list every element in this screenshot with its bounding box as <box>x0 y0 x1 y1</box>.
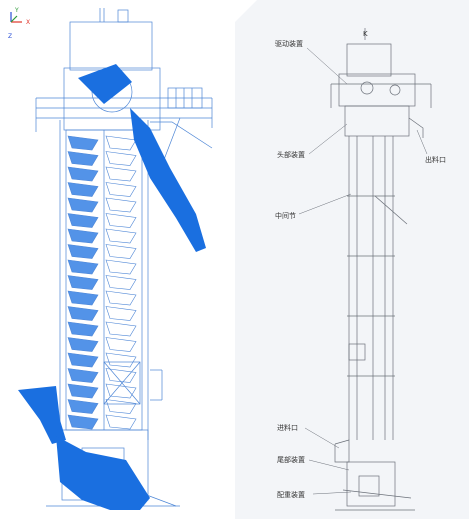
bucket-left-11 <box>67 290 99 306</box>
material-head-load <box>78 64 132 104</box>
bucket-right-5 <box>105 197 137 213</box>
top-frame <box>69 21 153 71</box>
bucket-right-7 <box>105 228 137 244</box>
z-axis-label: Z <box>8 33 12 40</box>
leader-counterweight <box>312 491 352 495</box>
bucket-right-11 <box>105 290 137 306</box>
elevator-outline <box>330 28 432 511</box>
label-top-mark: K <box>363 30 368 38</box>
tail-door <box>358 475 380 497</box>
bucket-right-12 <box>105 306 137 321</box>
bucket-left-5 <box>67 197 99 213</box>
bucket-left-17 <box>67 383 99 399</box>
leader-inlet <box>304 427 340 449</box>
leader-discharge <box>416 129 428 155</box>
bucket-right-14 <box>105 337 137 352</box>
discharge-spout <box>408 117 424 138</box>
bucket-right-6 <box>105 213 137 228</box>
bucket-right-1 <box>105 135 137 151</box>
head-section <box>338 73 416 107</box>
label-discharge: 出料口 <box>425 155 446 164</box>
label-middle: 中间节 <box>275 211 296 220</box>
x-axis-label: X <box>26 19 30 26</box>
bucket-left-15 <box>67 352 99 368</box>
y-axis-line <box>10 15 18 23</box>
inlet-hopper <box>334 439 350 463</box>
bucket-left-8 <box>67 244 99 259</box>
elevator-3d-drawing: X Y Z <box>8 7 213 510</box>
bucket-left-7 <box>67 228 99 244</box>
hoist-frame <box>346 43 392 77</box>
bucket-right-15 <box>105 352 137 368</box>
drive-pulley <box>360 81 374 95</box>
bucket-right-17 <box>105 383 137 399</box>
bucket-chain <box>67 135 137 430</box>
label-drive: 驱动装置 <box>275 39 303 48</box>
bucket-right-10 <box>105 275 137 290</box>
label-leaders <box>298 47 428 495</box>
discharge-chute <box>150 121 213 149</box>
material-flow <box>18 64 206 510</box>
bucket-left-16 <box>67 368 99 383</box>
bucket-left-10 <box>67 275 99 290</box>
page-corner-fold <box>235 0 257 22</box>
diagonal-brace <box>374 195 408 225</box>
bucket-right-4 <box>105 182 137 197</box>
bucket-right-13 <box>105 321 137 337</box>
label-head: 头部装置 <box>277 150 305 159</box>
bucket-left-14 <box>67 337 99 352</box>
elevator-3d-view: X Y Z <box>8 7 213 510</box>
bucket-right-18 <box>105 399 137 414</box>
leader-head <box>308 123 348 155</box>
y-axis-label: Y <box>14 7 19 14</box>
counterweight-lever <box>342 489 412 499</box>
elevator-2d-view: K 驱动装置 头部装置 出料口 中间节 进料口 尾部装置 配重装置 <box>235 0 469 519</box>
label-inlet: 进料口 <box>277 423 298 432</box>
bucket-right-8 <box>105 244 137 259</box>
label-tail: 尾部装置 <box>277 455 305 464</box>
bucket-left-4 <box>67 182 99 197</box>
drive-motor <box>167 87 203 109</box>
material-discharge-stream <box>130 108 206 252</box>
inspection-window <box>103 361 141 405</box>
bucket-right-3 <box>105 166 137 182</box>
tail-section <box>346 461 396 507</box>
bucket-right-9 <box>105 259 137 275</box>
hoist-block <box>117 9 129 23</box>
drive-gearbox <box>389 84 401 96</box>
label-counterweight: 配重装置 <box>277 490 305 499</box>
bucket-right-2 <box>105 151 137 166</box>
bucket-right-16 <box>105 368 137 383</box>
axis-triad: X Y Z <box>8 7 30 40</box>
elevator-2d-drawing: K 驱动装置 头部装置 出料口 中间节 进料口 尾部装置 配重装置 <box>235 0 446 511</box>
leader-drive <box>306 47 348 85</box>
material-tail-pile <box>56 436 150 510</box>
bucket-left-18 <box>67 399 99 414</box>
inspection-door <box>348 343 366 361</box>
casing-structure <box>35 8 213 507</box>
leader-middle <box>298 193 352 215</box>
leader-tail <box>308 459 350 471</box>
bucket-left-13 <box>67 321 99 337</box>
bucket-left-1 <box>67 135 99 151</box>
bucket-left-12 <box>67 306 99 321</box>
bucket-left-3 <box>67 166 99 182</box>
bucket-left-2 <box>67 151 99 166</box>
head-casing <box>344 105 410 137</box>
bucket-left-19 <box>67 414 99 430</box>
bucket-left-9 <box>67 259 99 275</box>
bucket-left-6 <box>67 213 99 228</box>
window-cross-2 <box>103 361 141 405</box>
material-inlet-pile <box>18 386 66 444</box>
bucket-right-19 <box>105 414 137 430</box>
